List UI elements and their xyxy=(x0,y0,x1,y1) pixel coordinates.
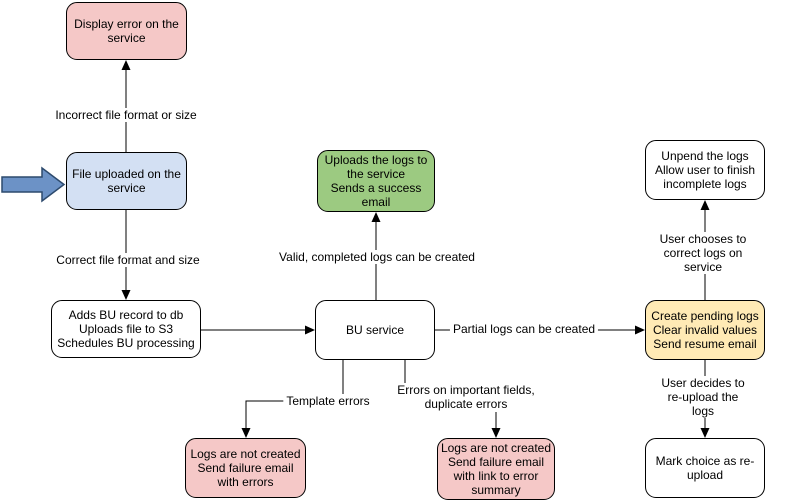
edge-label-valid-completed: Valid, completed logs can be created xyxy=(276,250,478,264)
arrowhead-up-unpend xyxy=(700,200,710,210)
node-unpend-logs: Unpend the logs Allow user to finish inc… xyxy=(645,140,765,200)
edge-label-template-errors: Template errors xyxy=(283,394,373,408)
arrowhead-down-markchoice xyxy=(700,428,710,438)
node-adds-bu-record: Adds BU record to db Uploads file to S3 … xyxy=(51,300,201,358)
edge-label-important-fields: Errors on important fields, duplicate er… xyxy=(394,383,538,411)
arrowhead-up-displayerror xyxy=(121,60,131,70)
arrowhead-down-logsfailure2 xyxy=(491,428,501,438)
edge-label-incorrect-format: Incorrect file format or size xyxy=(52,108,200,122)
edge-label-user-chooses: User chooses to correct logs on service xyxy=(654,232,752,274)
node-display-error: Display error on the service xyxy=(66,2,187,60)
arrowhead-right-buservice xyxy=(305,325,315,335)
node-bu-service: BU service xyxy=(315,300,435,360)
arrowhead-down-logsfailure1 xyxy=(241,428,251,438)
node-logs-failure-errors: Logs are not created Send failure email … xyxy=(185,438,306,498)
edge-label-partial-logs: Partial logs can be created xyxy=(449,322,599,336)
edge-label-user-decides: User decides to re-upload the logs xyxy=(654,376,752,418)
entry-block-arrow-icon xyxy=(1,166,66,203)
arrowhead-up-uploadslogs xyxy=(371,212,381,222)
node-logs-failure-summary: Logs are not created Send failure email … xyxy=(437,438,555,500)
arrowhead-right-createpending xyxy=(635,325,645,335)
arrowhead-down-addsbu xyxy=(121,290,131,300)
edge-label-correct-format: Correct file format and size xyxy=(53,253,203,267)
node-create-pending: Create pending logs Clear invalid values… xyxy=(645,300,765,360)
node-mark-choice: Mark choice as re- upload xyxy=(645,438,765,498)
node-file-uploaded: File uploaded on the service xyxy=(66,152,187,210)
node-uploads-logs: Uploads the logs to the service Sends a … xyxy=(317,150,435,212)
